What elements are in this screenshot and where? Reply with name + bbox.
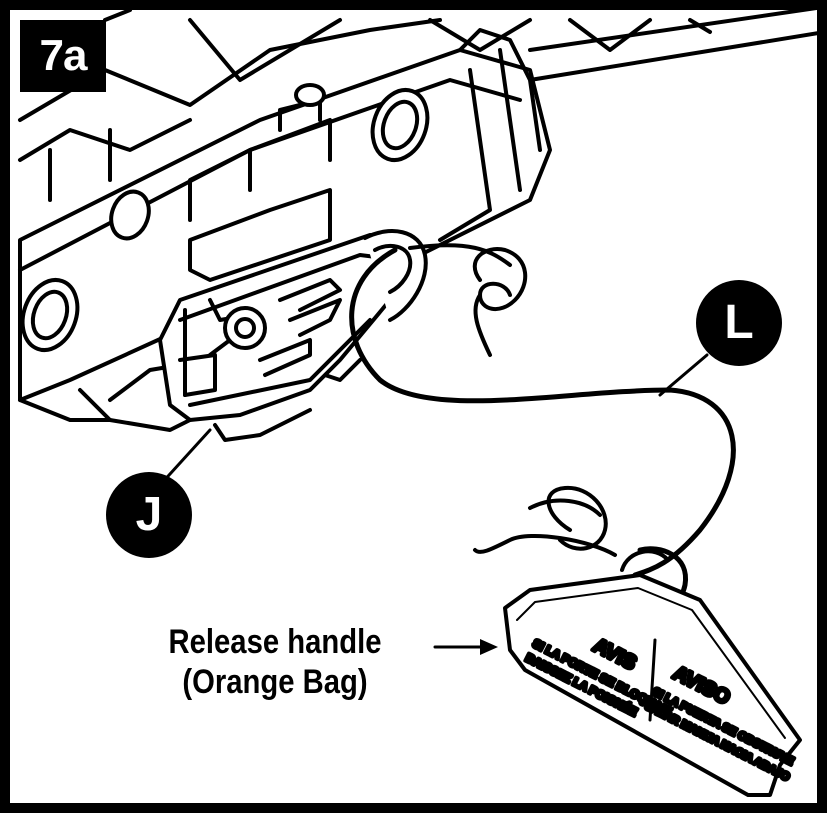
release-handle-label: Release handle (Orange Bag): [159, 622, 391, 702]
callout-j-release-lever: J: [106, 472, 192, 558]
opener-trolley-illustration: AVIS SI LA PORTE SE BLOQUAIT BAISSEZ LA …: [18, 10, 817, 797]
trolley-carriage: [18, 28, 552, 432]
step-number-badge: 7a: [20, 20, 106, 92]
callout-l-release-cord: L: [696, 280, 782, 366]
rail-assembly: [18, 10, 817, 202]
callout-l-leader: [658, 353, 709, 397]
release-handle-tag: AVIS SI LA PORTE SE BLOQUAIT BAISSEZ LA …: [503, 546, 802, 797]
release-lever: [158, 229, 428, 442]
release-handle-label-line1: Release handle: [168, 623, 382, 661]
release-handle-label-line2: (Orange Bag): [182, 663, 368, 701]
release-handle-arrow: [433, 639, 498, 655]
release-cord: [349, 243, 736, 578]
